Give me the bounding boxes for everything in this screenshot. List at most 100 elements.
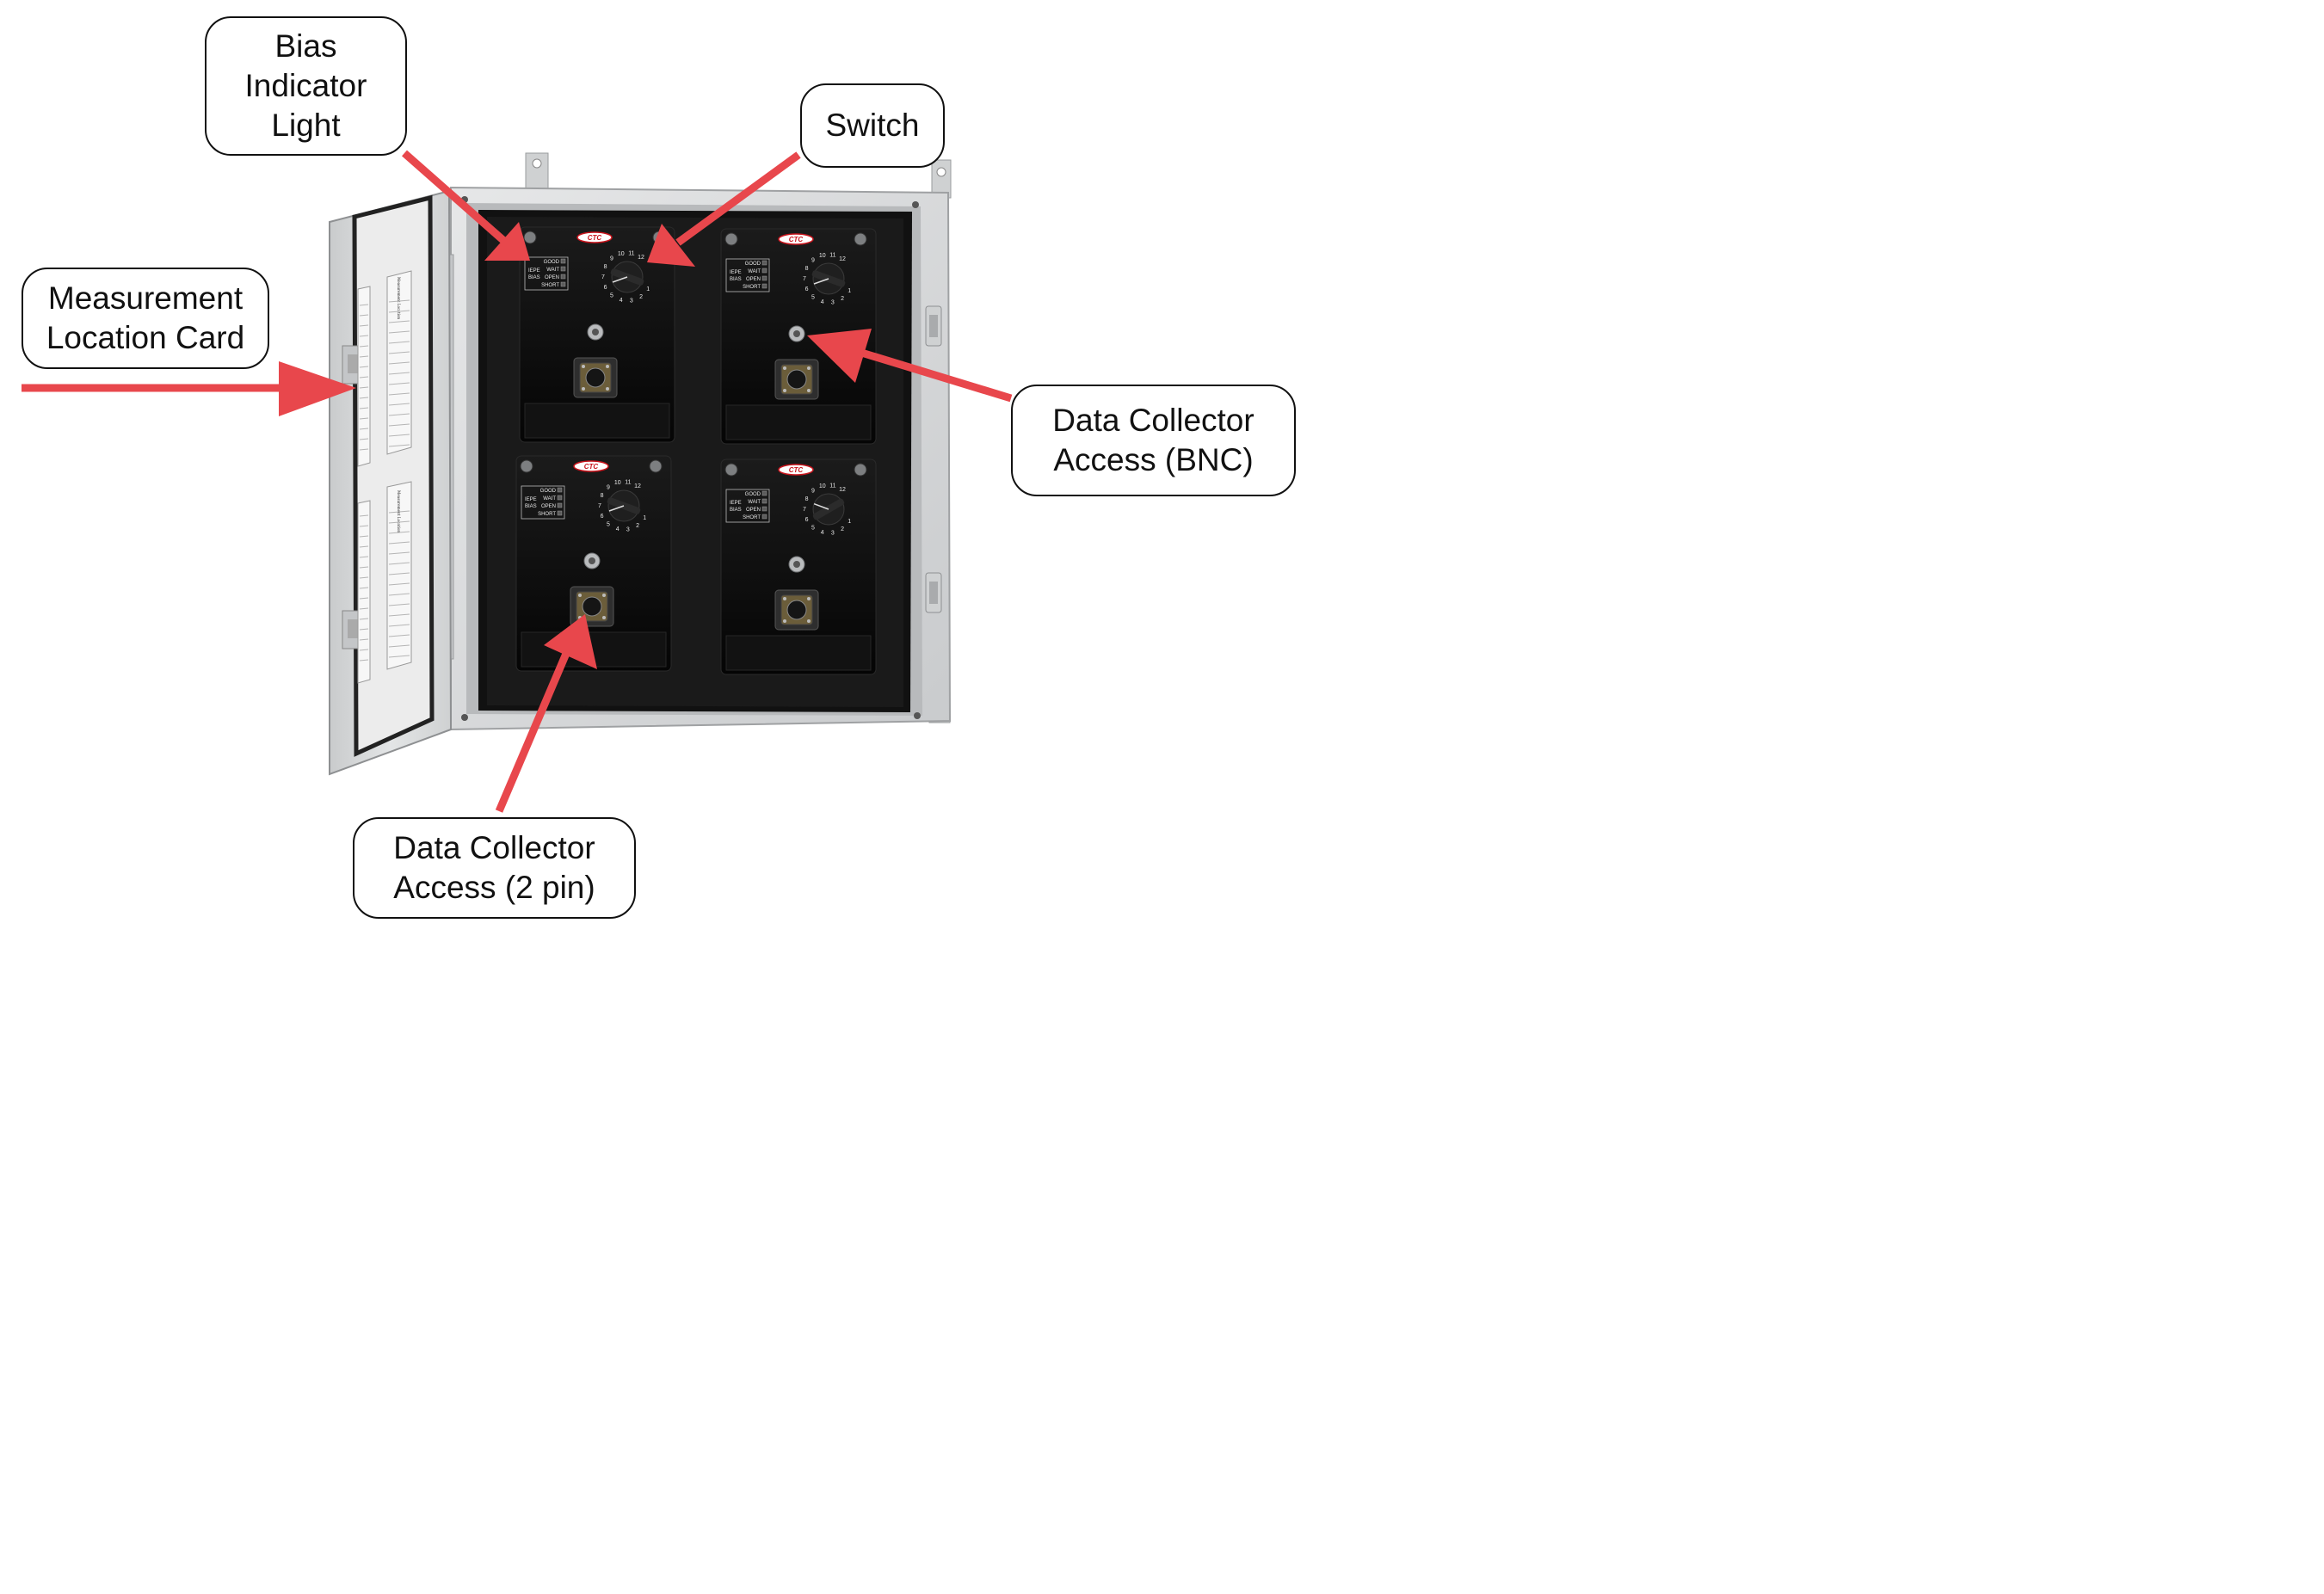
- card-rule: [359, 448, 369, 451]
- dial-number: 1: [848, 288, 851, 294]
- bias-group-label: IEPE: [730, 270, 742, 275]
- bnc-pin: [592, 329, 599, 335]
- indicator-state-label: WAIT: [748, 500, 761, 505]
- card-rule: [359, 597, 369, 600]
- dial-number: 8: [604, 264, 607, 270]
- flange-screw: [807, 366, 811, 370]
- card-rule: [388, 634, 410, 637]
- dial-number: 10: [618, 251, 625, 257]
- dial-number: 2: [639, 294, 643, 300]
- arrow-switch: [647, 151, 801, 267]
- bias-indicator-panel: [521, 485, 565, 520]
- dial-number: 2: [636, 523, 639, 529]
- card-rule: [388, 310, 410, 313]
- dial-number: 6: [604, 285, 607, 291]
- dial-number: 9: [610, 256, 613, 262]
- dial-number: 5: [610, 292, 613, 298]
- flange-screw: [606, 387, 609, 391]
- logo-text: CTC: [588, 234, 602, 242]
- dial-number: 11: [625, 479, 631, 485]
- card-rule: [388, 403, 410, 406]
- dial-number: 9: [811, 258, 815, 264]
- bias-group-label: BIAS: [525, 504, 537, 509]
- dial-number: 5: [811, 525, 815, 531]
- callout-data-collector-bnc: Data Collector Access (BNC): [1011, 385, 1296, 496]
- indicator-state-label: SHORT: [538, 512, 556, 517]
- flange-screw: [807, 597, 811, 600]
- card-rule: [359, 514, 369, 517]
- flange-screw: [582, 387, 585, 391]
- dial-number: 11: [829, 252, 835, 258]
- flange-screw: [783, 597, 786, 600]
- indicator-led: [761, 268, 767, 274]
- dial-number: 6: [805, 286, 809, 292]
- flange-screw: [807, 389, 811, 392]
- dial-number: 2: [841, 296, 844, 302]
- dial-number: 9: [607, 485, 610, 491]
- indicator-led: [557, 495, 563, 501]
- dial-number: 3: [831, 531, 835, 537]
- dial-number: 4: [821, 530, 824, 536]
- callout-line: Location Card: [46, 320, 245, 355]
- card-rule: [359, 607, 369, 610]
- card-rule: [388, 593, 410, 596]
- card-rule: [388, 644, 410, 648]
- indicator-led: [761, 514, 767, 520]
- indicator-led: [560, 258, 566, 264]
- logo-text: CTC: [789, 236, 804, 243]
- indicator-state-label: WAIT: [543, 496, 556, 502]
- module-base: [524, 403, 670, 439]
- dial-number: 7: [803, 507, 806, 513]
- logo-badge: [573, 460, 609, 472]
- card-rule: [359, 566, 369, 569]
- bias-group-label: IEPE: [528, 268, 540, 274]
- indicator-state-label: GOOD: [544, 260, 560, 265]
- dial-number: 12: [634, 483, 641, 489]
- latch-lower: [925, 572, 942, 613]
- callout-data-collector-2pin: Data Collector Access (2 pin): [353, 817, 636, 919]
- bias-group-label: BIAS: [730, 277, 742, 282]
- bias-indicator-panel: [725, 489, 770, 523]
- card-rule: [359, 376, 369, 378]
- card-rule: [388, 413, 410, 416]
- dial-number: 7: [598, 503, 601, 509]
- card-rule: [388, 562, 410, 565]
- card-rule: [359, 576, 369, 579]
- card-rule: [359, 659, 369, 662]
- card-rule: [388, 299, 410, 303]
- indicator-led: [557, 487, 563, 493]
- card-rule: [388, 510, 410, 514]
- indicator-led: [761, 275, 767, 281]
- callout-line: Data Collector: [393, 830, 595, 865]
- indicator-state-label: GOOD: [540, 489, 557, 494]
- dial-number: 1: [848, 519, 851, 525]
- card-rule: [359, 397, 369, 399]
- logo-text: CTC: [584, 463, 599, 471]
- screw: [854, 232, 867, 246]
- screw: [520, 459, 533, 473]
- switch-pointer: [608, 505, 625, 512]
- card-rule: [359, 314, 369, 317]
- card-rule: [359, 428, 369, 430]
- card-rule: [388, 603, 410, 606]
- flange-screw: [783, 619, 786, 623]
- bnc-pin: [793, 561, 800, 568]
- indicator-state-label: SHORT: [743, 285, 761, 290]
- screw: [649, 459, 663, 473]
- indicator-state-label: WAIT: [748, 269, 761, 274]
- logo-badge: [778, 233, 814, 245]
- card-rule: [359, 345, 369, 348]
- callout-line: Bias: [274, 28, 337, 64]
- dial-number: 8: [805, 496, 809, 502]
- card-rule: [388, 582, 410, 586]
- flange-screw: [578, 594, 582, 597]
- diagram-stage: Measurement Location Measurement Locatio…: [0, 0, 1341, 929]
- flange-screw: [602, 594, 606, 597]
- bias-group-label: BIAS: [730, 508, 742, 513]
- callout-line: Indicator: [244, 68, 367, 103]
- dial-number: 8: [805, 266, 809, 272]
- card-rule: [388, 655, 410, 658]
- logo-text: CTC: [789, 466, 804, 474]
